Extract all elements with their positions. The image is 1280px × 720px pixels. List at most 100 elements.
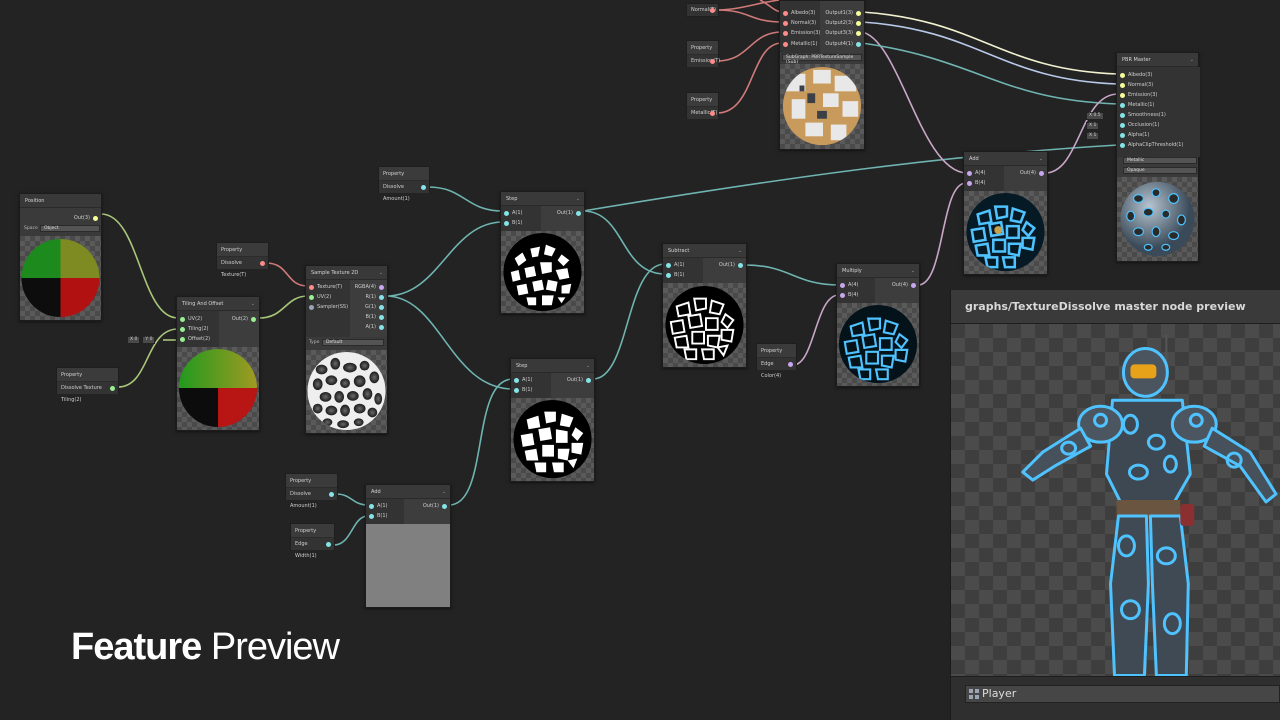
- input-port[interactable]: Tiling(2): [180, 324, 209, 334]
- output-port[interactable]: RGBA(4): [355, 282, 384, 292]
- input-port[interactable]: Occlusion(1): [1120, 120, 1159, 130]
- port-dot[interactable]: [180, 326, 185, 332]
- port-dot[interactable]: [260, 260, 265, 266]
- output-port[interactable]: Out(2): [232, 314, 256, 324]
- port-dot[interactable]: [329, 491, 334, 497]
- master-preview-panel[interactable]: graphs/TextureDissolve master node previ…: [950, 290, 1280, 720]
- add-node-top[interactable]: Add⌄ A(4) B(4) Out(4): [963, 151, 1048, 275]
- collapse-icon[interactable]: ⌄: [737, 248, 742, 254]
- input-port[interactable]: Offset(2): [180, 334, 210, 344]
- port-dot[interactable]: [379, 314, 384, 320]
- port-dot[interactable]: [514, 387, 519, 393]
- input-port[interactable]: Sampler(SS): [309, 302, 348, 312]
- input-port[interactable]: B(4): [840, 290, 859, 300]
- dissolve-amount-property[interactable]: Property Dissolve Amount(1): [378, 166, 430, 202]
- output-port[interactable]: Out(1): [719, 260, 743, 270]
- port-dot[interactable]: [666, 272, 671, 278]
- input-port[interactable]: B(1): [369, 511, 388, 521]
- input-port[interactable]: B(1): [504, 218, 523, 228]
- dissolve-texture-property[interactable]: Property Dissolve Texture(T): [216, 242, 269, 278]
- normal-property[interactable]: Normal(T): [686, 3, 719, 17]
- port-dot[interactable]: [369, 503, 374, 509]
- output-port[interactable]: G(1): [365, 302, 384, 312]
- port-dot[interactable]: [93, 215, 98, 221]
- output-port[interactable]: Output2(3): [825, 18, 861, 28]
- sample-texture-node[interactable]: Sample Texture 2D⌄ Texture(T) UV(2) Samp…: [305, 265, 388, 434]
- input-port[interactable]: B(1): [666, 270, 685, 280]
- emission-property[interactable]: Property Emission(T): [686, 40, 720, 67]
- port-dot[interactable]: [442, 503, 447, 509]
- dissolve-tiling-property[interactable]: Property Dissolve Texture Tiling(2): [56, 367, 119, 403]
- input-port[interactable]: B(1): [514, 385, 533, 395]
- collapse-icon[interactable]: ⌄: [1189, 57, 1194, 63]
- input-port[interactable]: Emission(3): [1120, 90, 1157, 100]
- alpha-default-field[interactable]: X 1: [1086, 132, 1100, 140]
- port-dot[interactable]: [783, 20, 788, 26]
- metallic-property[interactable]: Property Metallic(T): [686, 92, 719, 119]
- occlusion-default-field[interactable]: X 1: [1086, 122, 1100, 130]
- collapse-icon[interactable]: ⌄: [910, 268, 915, 274]
- output-port[interactable]: Output4(1): [825, 39, 861, 49]
- port-dot[interactable]: [788, 361, 793, 367]
- input-port[interactable]: Albedo(3): [783, 8, 815, 18]
- port-dot[interactable]: [666, 262, 671, 268]
- port-dot[interactable]: [1120, 112, 1125, 118]
- port-dot[interactable]: [180, 316, 185, 322]
- port-dot[interactable]: [379, 294, 384, 300]
- offset-x-field[interactable]: X 0: [127, 336, 141, 344]
- port-dot[interactable]: [1120, 102, 1125, 108]
- preview-object-select[interactable]: Player: [965, 685, 1280, 703]
- subtract-node[interactable]: Subtract⌄ A(1) B(1) Out(1): [662, 243, 747, 368]
- port-dot[interactable]: [783, 10, 788, 16]
- port-dot[interactable]: [738, 262, 743, 268]
- port-dot[interactable]: [586, 377, 591, 383]
- port-dot[interactable]: [251, 316, 256, 322]
- port-dot[interactable]: [514, 377, 519, 383]
- collapse-icon[interactable]: ⌄: [378, 270, 383, 276]
- output-port[interactable]: Out(3): [74, 213, 98, 223]
- workflow-dropdown[interactable]: Metallic: [1123, 157, 1197, 164]
- port-dot[interactable]: [856, 41, 861, 47]
- collapse-icon[interactable]: ⌄: [441, 489, 446, 495]
- surface-dropdown[interactable]: Opaque: [1123, 167, 1197, 174]
- input-port[interactable]: Metallic(1): [1120, 100, 1154, 110]
- port-dot[interactable]: [369, 513, 374, 519]
- output-port[interactable]: B(1): [365, 312, 384, 322]
- port-dot[interactable]: [309, 284, 314, 290]
- step-node-top[interactable]: Step⌄ A(1) B(1) Out(1): [500, 191, 585, 314]
- output-port[interactable]: R(1): [365, 292, 384, 302]
- edge-color-property[interactable]: Property Edge Color(4): [756, 343, 797, 379]
- port-dot[interactable]: [856, 30, 861, 36]
- input-port[interactable]: A(4): [840, 280, 859, 290]
- port-dot[interactable]: [1120, 82, 1125, 88]
- port-dot[interactable]: [840, 282, 845, 288]
- port-dot[interactable]: [911, 282, 916, 288]
- output-port[interactable]: Out(1): [423, 501, 447, 511]
- smoothness-default-field[interactable]: X 0.5: [1086, 112, 1104, 120]
- input-port[interactable]: UV(2): [180, 314, 202, 324]
- output-port[interactable]: Out(1): [567, 375, 591, 385]
- collapse-icon[interactable]: ⌄: [250, 301, 255, 307]
- master-preview-viewport[interactable]: [951, 324, 1280, 676]
- step-node-bottom[interactable]: Step⌄ A(1) B(1) Out(1): [510, 358, 595, 482]
- offset-vector-field[interactable]: X 0 Y 0: [127, 336, 156, 344]
- collapse-icon[interactable]: ⌄: [585, 363, 590, 369]
- input-port[interactable]: Smoothness(1): [1120, 110, 1166, 120]
- input-port[interactable]: A(1): [504, 208, 523, 218]
- input-port[interactable]: Normal(3): [783, 18, 816, 28]
- position-node[interactable]: Position Out(3) Space Object: [19, 193, 102, 321]
- port-dot[interactable]: [326, 541, 331, 547]
- pbr-master-node[interactable]: PBR Master⌄ Albedo(3) Normal(3) Emission…: [1116, 52, 1200, 262]
- port-dot[interactable]: [576, 210, 581, 216]
- pbr-subgraph-node[interactable]: Albedo(3) Normal(3) Emission(3) Metallic…: [779, 0, 865, 150]
- input-port[interactable]: Normal(3): [1120, 80, 1153, 90]
- input-port[interactable]: A(1): [666, 260, 685, 270]
- offset-y-field[interactable]: Y 0: [142, 336, 156, 344]
- input-port[interactable]: A(1): [369, 501, 388, 511]
- input-port[interactable]: UV(2): [309, 292, 331, 302]
- port-dot[interactable]: [710, 58, 715, 64]
- output-port[interactable]: Out(4): [892, 280, 916, 290]
- output-port[interactable]: A(1): [365, 322, 384, 332]
- port-dot[interactable]: [840, 292, 845, 298]
- input-port[interactable]: Albedo(3): [1120, 70, 1152, 80]
